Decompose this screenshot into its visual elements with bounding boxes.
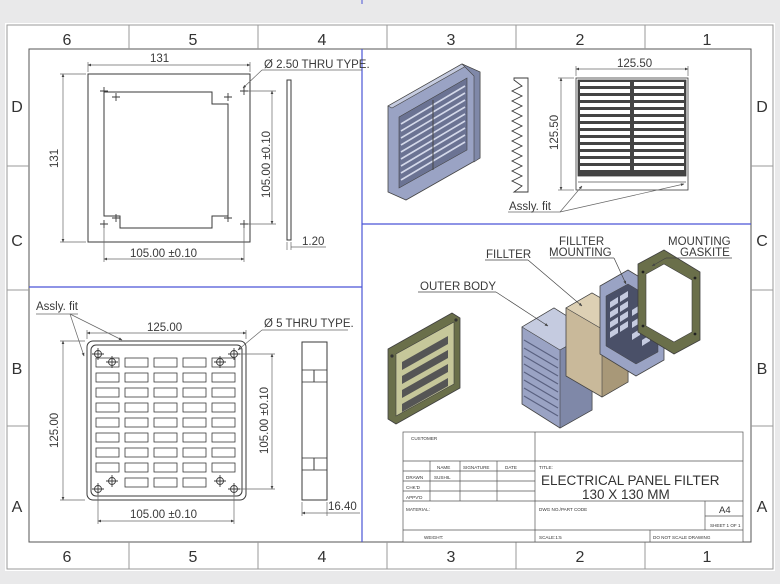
zone-number: 2 [576,32,585,49]
note-assembly-fit-top: Assly. fit [509,201,552,213]
tb-row-chkd: CHK'D [406,485,421,490]
tb-col-name: NAME [437,465,450,470]
zone-number: 2 [576,549,585,566]
front-plate-view [60,62,362,262]
tb-title-line1: ELECTRICAL PANEL FILTER [541,473,720,488]
tb-col-signature: SIGNATURE [463,465,489,470]
zone-number: 1 [703,32,712,49]
zone-number: 6 [63,32,72,49]
label-gasket-1: MOUNTING [668,236,731,248]
label-gasket-2: GASKITE [680,247,730,259]
dim-grille-height: 125.50 [549,115,561,150]
inner-border [28,48,752,543]
dim-grille-hole-spacing-h: 105.00 ±0.10 [130,509,197,521]
dim-plate-thickness: 1.20 [302,236,324,248]
grille-front-view [36,313,360,524]
dim-grille-depth: 16.40 [328,501,357,513]
zone-letter: D [11,99,23,116]
dim-plate-hole-spacing-h: 105.00 ±0.10 [130,248,197,260]
tb-weight-label: WEIGHT: [424,535,443,540]
zone-number: 1 [703,549,712,566]
label-filter: FILLTER [486,249,531,261]
zone-letter: B [12,361,23,378]
tb-no-scale: DO NOT SCALE DRAWING [653,535,711,540]
zone-number: 4 [318,549,327,566]
tb-material-label: MATERIAL: [406,507,430,512]
zone-ticks [7,25,773,569]
zone-letter: D [756,99,768,116]
dim-grille2-width: 125.00 [147,322,182,334]
label-outer-body: OUTER BODY [420,281,496,293]
zone-number: 3 [447,32,456,49]
zone-number: 4 [318,32,327,49]
tb-row-apprvd: APPV'D [406,495,423,500]
zone-number: 5 [189,549,198,566]
zone-letter: A [12,499,23,516]
dim-plate-width: 131 [150,53,169,65]
side-profile-view [510,77,529,193]
tb-row-drawn: DRAWN [406,475,423,480]
dim-plate-hole-spacing-v: 105.00 ±0.10 [261,131,273,198]
zone-letter: C [11,233,23,250]
zone-number: 3 [447,549,456,566]
tb-col-date: DATE [505,465,517,470]
tb-size: A4 [719,505,731,516]
note-assembly-fit-bottom: Assly. fit [36,301,79,313]
front-grille-view [508,66,689,213]
tb-title-line2: 130 X 130 MM [582,487,670,502]
note-plate-holes: Ø 2.50 THRU TYPE. [264,59,370,71]
tb-drawn-by: SUSHIL [434,475,451,480]
tb-scale: SCALE:1:5 [539,535,562,540]
tb-dwg-label: DWG NO./PART CODE [539,507,587,512]
dim-grille-width: 125.50 [617,58,652,70]
dim-grille2-height: 125.00 [49,413,61,448]
iso-filter-view [387,63,481,201]
tb-title-label: TITLE: [539,465,553,470]
exploded-view [387,249,732,429]
outer-border [6,24,774,570]
label-filter-mounting-1: FILLTER [559,236,604,248]
tb-customer-label: CUSTOMER [411,436,438,441]
zone-number: 5 [189,32,198,49]
zone-number: 6 [63,549,72,566]
note-grille-holes: Ø 5 THRU TYPE. [264,318,354,330]
zone-letter: B [757,361,768,378]
view-dividers [29,49,751,542]
zone-letter: A [757,499,768,516]
tb-sheet: SHEET 1 OF 1 [710,523,741,528]
label-filter-mounting-2: MOUNTING [549,247,612,259]
zone-letter: C [756,233,768,250]
title-block [402,431,744,543]
dim-grille-hole-spacing-v: 105.00 ±0.10 [259,387,271,454]
dim-plate-height: 131 [49,149,61,168]
